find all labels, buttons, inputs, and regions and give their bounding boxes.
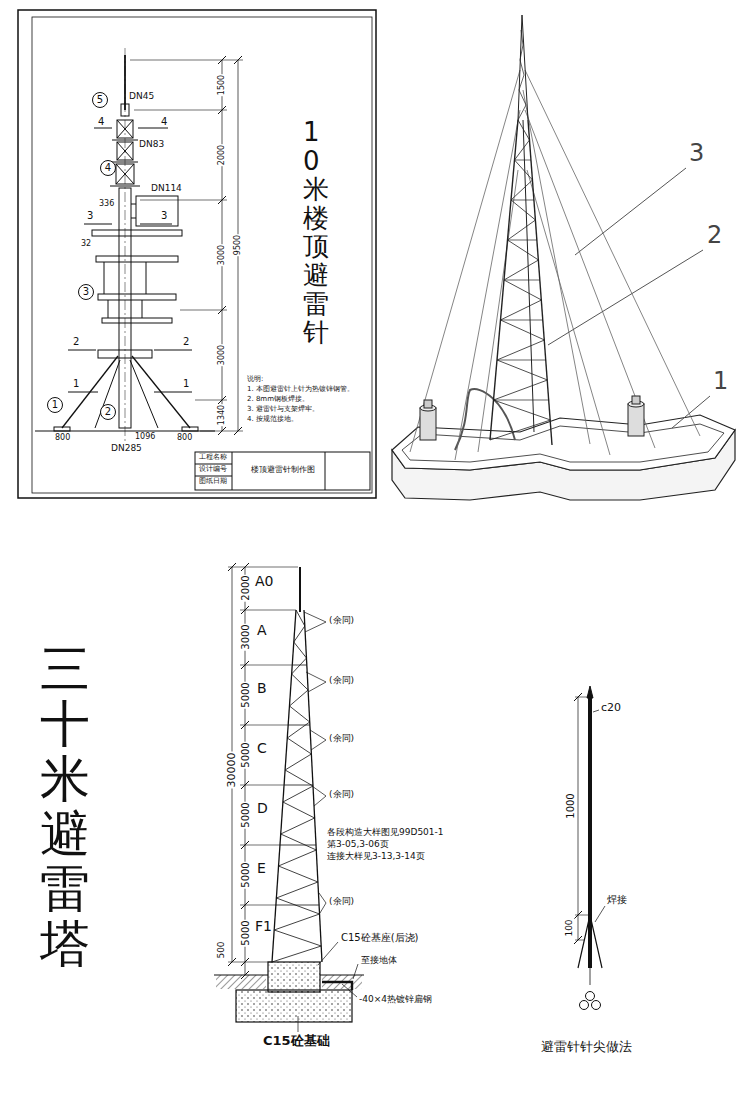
dimension-text: 5000: [240, 919, 251, 946]
annotation: 3. 避雷针与支架焊牢。: [246, 406, 320, 414]
annotation: (余同): [328, 676, 355, 686]
dimension-text: 3000: [218, 244, 227, 266]
annotation: -40×4热镀锌扁钢: [358, 995, 433, 1005]
callout-circle: 5: [92, 92, 108, 108]
annotation: (余同): [328, 897, 355, 907]
annotation: 32: [80, 240, 92, 249]
annotation: 3: [688, 140, 705, 166]
callout-number: 2: [105, 407, 111, 417]
callout-number: 3: [83, 287, 89, 297]
annotation: 1. 本图避雷针上针为热镀锌钢管。: [246, 386, 355, 394]
dimension-text: 30000: [226, 752, 238, 789]
annotation: 工程名称: [198, 454, 228, 462]
dimension-text: 2000: [218, 144, 227, 166]
annotation: 2: [182, 336, 190, 347]
annotation: 3: [86, 210, 94, 221]
dimension-text: 5000: [240, 801, 251, 828]
annotation: 各段构造大样图见99D501-1: [326, 828, 445, 838]
annotation: 说明:: [246, 376, 264, 384]
annotation: 1096: [134, 433, 156, 442]
annotation: 800: [54, 434, 71, 443]
annotation: A: [256, 623, 268, 638]
annotation: 1: [72, 378, 80, 389]
annotation: (余同): [328, 790, 355, 800]
annotation: 4. 按规范接地。: [246, 416, 299, 424]
annotation: 楼顶避雷针制作图: [250, 466, 316, 475]
dimension-text: 5000: [240, 861, 251, 888]
dimension-text: 1000: [565, 792, 576, 819]
dimension-text: 100: [565, 918, 575, 937]
annotation: 1: [712, 368, 729, 394]
dimension-text: 5000: [240, 741, 251, 768]
annotation: 1: [182, 378, 190, 389]
title-text: 三十米避雷塔: [40, 642, 90, 972]
callout-circle: 1: [47, 397, 63, 413]
annotation: C: [256, 741, 268, 756]
annotation: 2: [72, 336, 80, 347]
dimension-text: 3000: [240, 623, 251, 650]
annotation: 4: [97, 116, 105, 127]
dimension-text: 3000: [218, 344, 227, 366]
annotation: A0: [254, 574, 274, 589]
annotation: 4: [160, 116, 168, 127]
annotation: E: [256, 861, 267, 876]
annotation: 第3-05,3-06页: [326, 840, 390, 850]
annotation: DN114: [150, 184, 183, 194]
annotation: 2: [706, 222, 723, 248]
annotation: C15砼基座(后浇): [340, 932, 420, 943]
annotation: 避雷针针尖做法: [540, 1040, 633, 1054]
callout-number: 4: [105, 163, 111, 173]
annotation: C15砼基础: [262, 1034, 331, 1048]
annotation: 336: [98, 200, 115, 209]
dimension-text: 9500: [234, 234, 243, 256]
callout-circle: 4: [100, 160, 116, 176]
annotation: B: [256, 681, 268, 696]
annotation: (余同): [328, 734, 355, 744]
callout-circle: 2: [100, 404, 116, 420]
annotation: (余同): [328, 616, 355, 626]
annotation: DN285: [110, 444, 143, 454]
annotation: DN45: [128, 92, 155, 102]
callout-number: 1: [52, 400, 58, 410]
callout-number: 5: [97, 95, 103, 105]
callout-circle: 3: [78, 284, 94, 300]
dimension-text: 1500: [218, 74, 227, 96]
dimension-text: 2000: [240, 574, 251, 601]
annotation: 图纸日期: [198, 478, 228, 486]
annotation: 设计编号: [198, 466, 228, 474]
annotation: F1: [254, 919, 273, 934]
annotation: c20: [600, 702, 622, 714]
title-text: 10米楼顶避雷针: [303, 118, 329, 347]
annotation: 焊接: [606, 894, 628, 905]
dimension-text: 5000: [240, 681, 251, 708]
annotation: 至接地体: [360, 956, 398, 966]
annotation: 3: [160, 210, 168, 221]
annotation: 2. 8mm钢板焊接。: [246, 396, 310, 404]
annotation: DN83: [138, 140, 165, 150]
annotation: D: [256, 801, 269, 816]
annotation: 800: [176, 434, 193, 443]
dimension-text: 1340: [218, 404, 227, 426]
dimension-text: 500: [217, 940, 227, 959]
annotation: 连接大样见3-13,3-14页: [326, 852, 426, 862]
